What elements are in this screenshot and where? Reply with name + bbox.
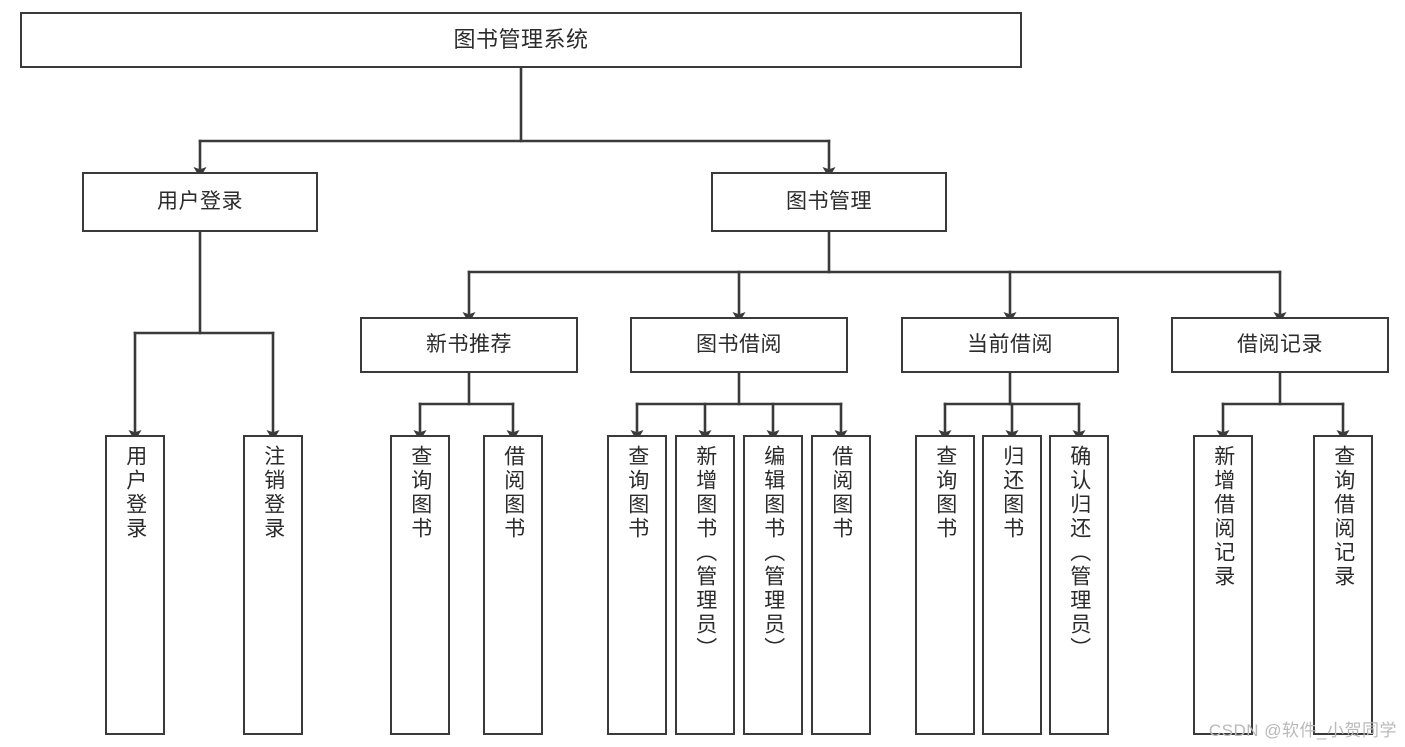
leaf-query-book-1[interactable]: 查询图书 [390, 435, 450, 735]
node-label: 图书管理 [786, 189, 872, 213]
node-label: 查询借阅记录 [1331, 445, 1355, 589]
node-label: 借阅图书 [501, 445, 525, 541]
leaf-query-record[interactable]: 查询借阅记录 [1313, 435, 1373, 735]
node-label: 新增图书（管理员） [693, 445, 717, 661]
node-label: 注销登录 [261, 445, 285, 541]
node-label: 编辑图书（管理员） [761, 445, 785, 661]
node-label: 图书管理系统 [453, 27, 589, 53]
node-label: 当前借阅 [967, 332, 1053, 356]
csdn-watermark: CSDN @软件_小贺同学 [1208, 721, 1397, 740]
node-label: 用户登录 [157, 189, 243, 213]
node-label: 新书推荐 [426, 332, 512, 356]
leaf-user-logout[interactable]: 注销登录 [243, 435, 303, 735]
node-book-manage[interactable]: 图书管理 [711, 172, 947, 232]
node-user-login[interactable]: 用户登录 [82, 172, 318, 232]
node-label: 查询图书 [408, 445, 432, 541]
node-label: 查询图书 [625, 445, 649, 541]
node-current-borrow[interactable]: 当前借阅 [901, 317, 1119, 373]
node-label: 新增借阅记录 [1211, 445, 1235, 589]
leaf-borrow-book-1[interactable]: 借阅图书 [483, 435, 543, 735]
node-label: 借阅记录 [1237, 332, 1323, 356]
node-new-book-rec[interactable]: 新书推荐 [360, 317, 578, 373]
node-label: 查询图书 [933, 445, 957, 541]
leaf-add-record[interactable]: 新增借阅记录 [1193, 435, 1253, 735]
node-label: 用户登录 [123, 445, 147, 541]
node-label: 图书借阅 [696, 332, 782, 356]
node-book-borrow[interactable]: 图书借阅 [630, 317, 848, 373]
leaf-add-book[interactable]: 新增图书（管理员） [675, 435, 735, 735]
leaf-borrow-book-2[interactable]: 借阅图书 [811, 435, 871, 735]
node-root-system[interactable]: 图书管理系统 [20, 12, 1022, 68]
leaf-query-book-3[interactable]: 查询图书 [915, 435, 975, 735]
node-label: 借阅图书 [829, 445, 853, 541]
leaf-query-book-2[interactable]: 查询图书 [607, 435, 667, 735]
leaf-user-login[interactable]: 用户登录 [105, 435, 165, 735]
node-borrow-record[interactable]: 借阅记录 [1171, 317, 1389, 373]
node-label: 确认归还（管理员） [1067, 445, 1091, 661]
leaf-edit-book[interactable]: 编辑图书（管理员） [743, 435, 803, 735]
leaf-return-book[interactable]: 归还图书 [982, 435, 1042, 735]
node-label: 归还图书 [1000, 445, 1024, 541]
leaf-confirm-return[interactable]: 确认归还（管理员） [1049, 435, 1109, 735]
